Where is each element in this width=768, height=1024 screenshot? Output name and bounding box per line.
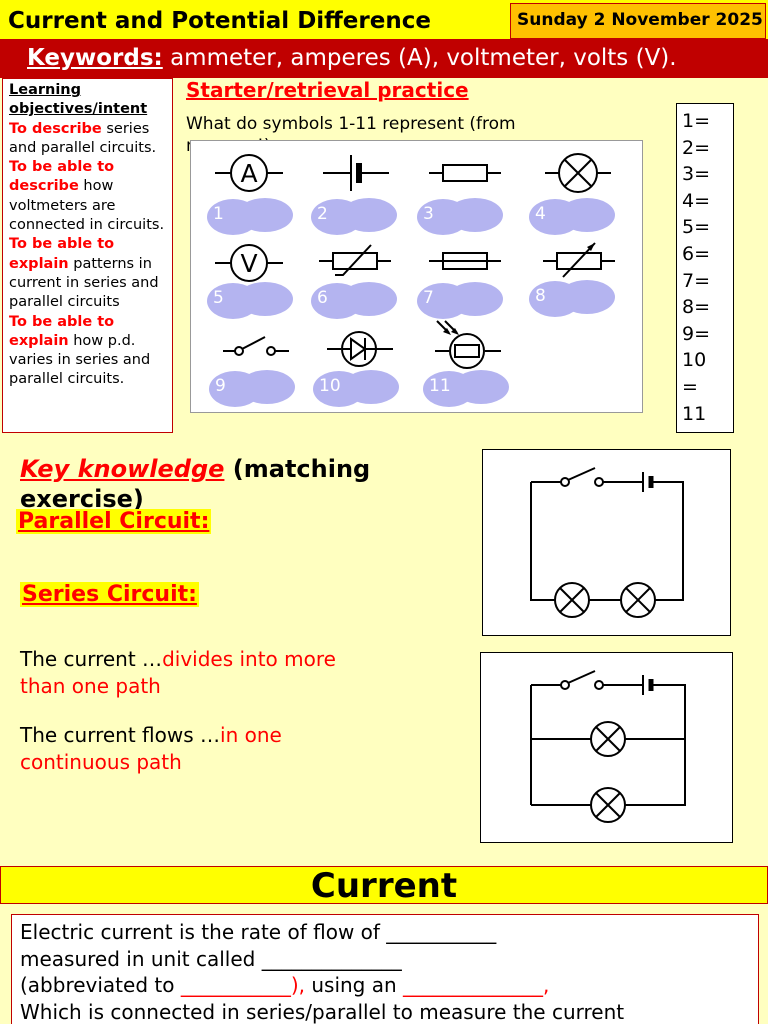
answer-line: 2=: [682, 136, 711, 159]
symbol-label-10: 10: [311, 369, 401, 409]
starter-title: Starter/retrieval practice: [186, 78, 469, 102]
objective-item: To be able to explain patterns in curren…: [9, 236, 159, 311]
ldr-symbol-icon: [435, 320, 501, 369]
current-line-3: (abbreviated to ___________), using an _…: [20, 973, 550, 997]
current-line-1: Electric current is the rate of flow of …: [20, 920, 497, 944]
keywords-bar: Keywords: ammeter, amperes (A), voltmete…: [0, 40, 768, 78]
current-fill-in-text: Electric current is the rate of flow of …: [11, 914, 759, 1024]
current-line-4: Which is connected in series/parallel to…: [20, 999, 625, 1024]
statement-2: The current flows …in one continuous pat…: [20, 723, 282, 774]
current-line-2: measured in unit called ______________: [20, 946, 402, 971]
symbol-label-5: 5: [205, 281, 295, 321]
symbols-panel: A 1 2 3 4 V: [190, 140, 643, 413]
answer-line: 10: [682, 349, 707, 372]
keywords-list: ammeter, amperes (A), voltmeter, volts (…: [170, 45, 677, 71]
symbol-label-4: 4: [527, 197, 617, 237]
answer-line: 5=: [682, 216, 711, 239]
symbol-label-11: 11: [421, 369, 511, 409]
answer-line: 8=: [682, 296, 711, 319]
learning-objectives: Learning objectives/intent To describe s…: [2, 78, 173, 433]
page-title: Current and Potential Difference: [8, 8, 431, 34]
objectives-heading: Learning objectives/intent: [9, 82, 148, 118]
series-circuit-icon: [530, 467, 684, 618]
parallel-circuit-diagram: [480, 652, 733, 843]
variable-resistor-symbol-icon: [543, 242, 615, 278]
answer-line: 1=: [682, 110, 711, 132]
answer-line: 3=: [682, 163, 711, 186]
answer-line: 6=: [682, 242, 711, 265]
keywords-label: Keywords:: [27, 45, 163, 71]
symbol-label-2: 2: [309, 197, 399, 237]
answer-line: 7=: [682, 269, 711, 292]
voltmeter-symbol-icon: V: [215, 244, 283, 282]
symbol-label-7: 7: [415, 281, 505, 321]
series-circuit-diagram: [482, 449, 731, 636]
lamp-symbol-icon: [545, 153, 611, 193]
thermistor-symbol-icon: [319, 244, 391, 276]
objective-item: To be able to describe how voltmeters ar…: [9, 159, 165, 234]
statement-1: The current …divides into more than one …: [20, 647, 336, 698]
answer-line: 11: [682, 402, 707, 425]
ammeter-symbol-icon: A: [215, 154, 283, 192]
symbol-label-3: 3: [415, 197, 505, 237]
key-knowledge-title: Key knowledge (matching exercise): [20, 455, 371, 513]
objective-item: To be able to explain how p.d. varies in…: [9, 313, 151, 388]
series-circuit-label: Series Circuit:: [20, 582, 199, 607]
parallel-circuit-icon: [530, 670, 686, 823]
symbol-label-1: 1: [205, 197, 295, 237]
current-heading: Current: [0, 866, 768, 905]
diode-symbol-icon: [327, 331, 393, 367]
symbol-label-8: 8: [527, 279, 617, 319]
cell-symbol-icon: [323, 155, 389, 191]
answer-line: 4=: [682, 189, 711, 212]
switch-symbol-icon: [223, 336, 289, 356]
voltmeter-letter: V: [240, 249, 257, 278]
answer-line: =: [682, 375, 698, 398]
resistor-symbol-icon: [429, 164, 501, 182]
objective-item: To describe series and parallel circuits…: [9, 120, 157, 156]
date-box: Sunday 2 November 2025: [510, 3, 766, 39]
answers-box: 1= 2= 3= 4= 5= 6= 7= 8= 9= 10 = 11: [676, 103, 734, 433]
ammeter-letter: A: [240, 159, 257, 188]
fuse-symbol-icon: [429, 252, 501, 270]
answer-line: 9=: [682, 322, 711, 345]
symbol-label-9: 9: [207, 369, 297, 409]
parallel-circuit-label: Parallel Circuit:: [16, 509, 212, 534]
symbol-label-6: 6: [309, 281, 399, 321]
